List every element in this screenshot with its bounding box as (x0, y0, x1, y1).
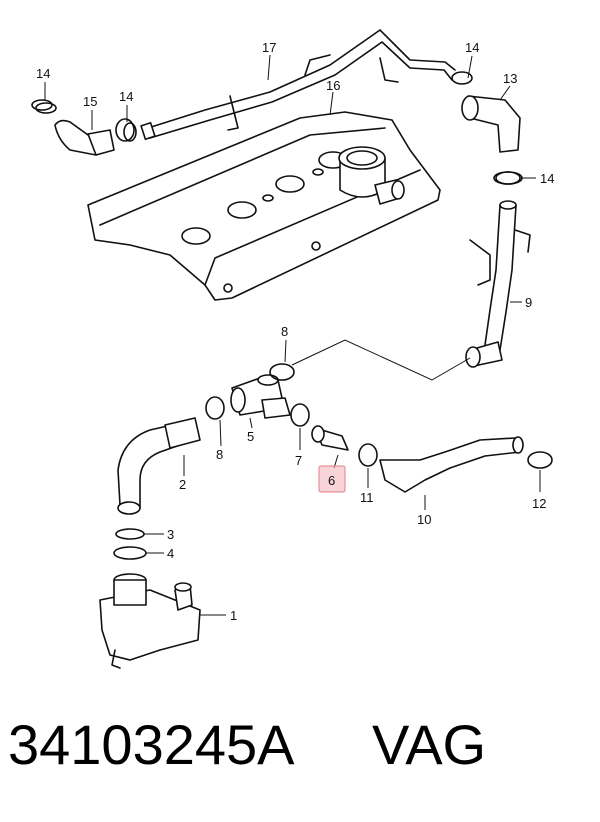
callout-10: 10 (417, 512, 431, 527)
part-number: 34103245A (8, 713, 295, 776)
callout-2: 2 (179, 477, 186, 492)
hose-10 (379, 436, 524, 493)
callout-5: 5 (247, 429, 254, 444)
callout-17: 17 (262, 40, 276, 55)
valve-cover (87, 111, 441, 301)
pipe-9 (461, 95, 531, 368)
o-ring-4 (113, 546, 147, 560)
t-piece-5 (230, 374, 291, 419)
callout-4: 4 (167, 546, 174, 561)
callout-16: 16 (326, 78, 340, 93)
leader-lines (44, 54, 541, 616)
callout-6: 6 (328, 473, 335, 488)
callout-3: 3 (167, 527, 174, 542)
callout-9: 9 (525, 295, 532, 310)
callout-14a: 14 (36, 66, 50, 81)
hose-2 (117, 417, 201, 515)
callout-1: 1 (230, 608, 237, 623)
hose-15 (35, 102, 137, 156)
callout-15: 15 (83, 94, 97, 109)
footer: 34103245A VAG (0, 712, 600, 792)
connection-line (291, 339, 471, 381)
callout-7: 7 (295, 453, 302, 468)
callout-11: 11 (360, 490, 374, 505)
callout-highlight-box (318, 465, 346, 493)
valve-6 (311, 425, 349, 451)
callout-12: 12 (532, 496, 546, 511)
callout-13: 13 (503, 71, 517, 86)
breather-hose (140, 29, 456, 141)
o-ring-3 (115, 528, 145, 540)
exploded-parts-diagram: 14 15 14 17 16 14 13 14 9 8 8 5 7 6 11 1… (31, 29, 554, 669)
callout-8b: 8 (216, 447, 223, 462)
callout-labels: 14 15 14 17 16 14 13 14 9 8 8 5 7 6 11 1… (36, 40, 554, 623)
callout-8a: 8 (281, 324, 288, 339)
callout-14b: 14 (119, 89, 133, 104)
callout-14d: 14 (540, 171, 554, 186)
callout-14c: 14 (465, 40, 479, 55)
housing-1 (99, 573, 201, 669)
brand-name: VAG (372, 713, 487, 776)
